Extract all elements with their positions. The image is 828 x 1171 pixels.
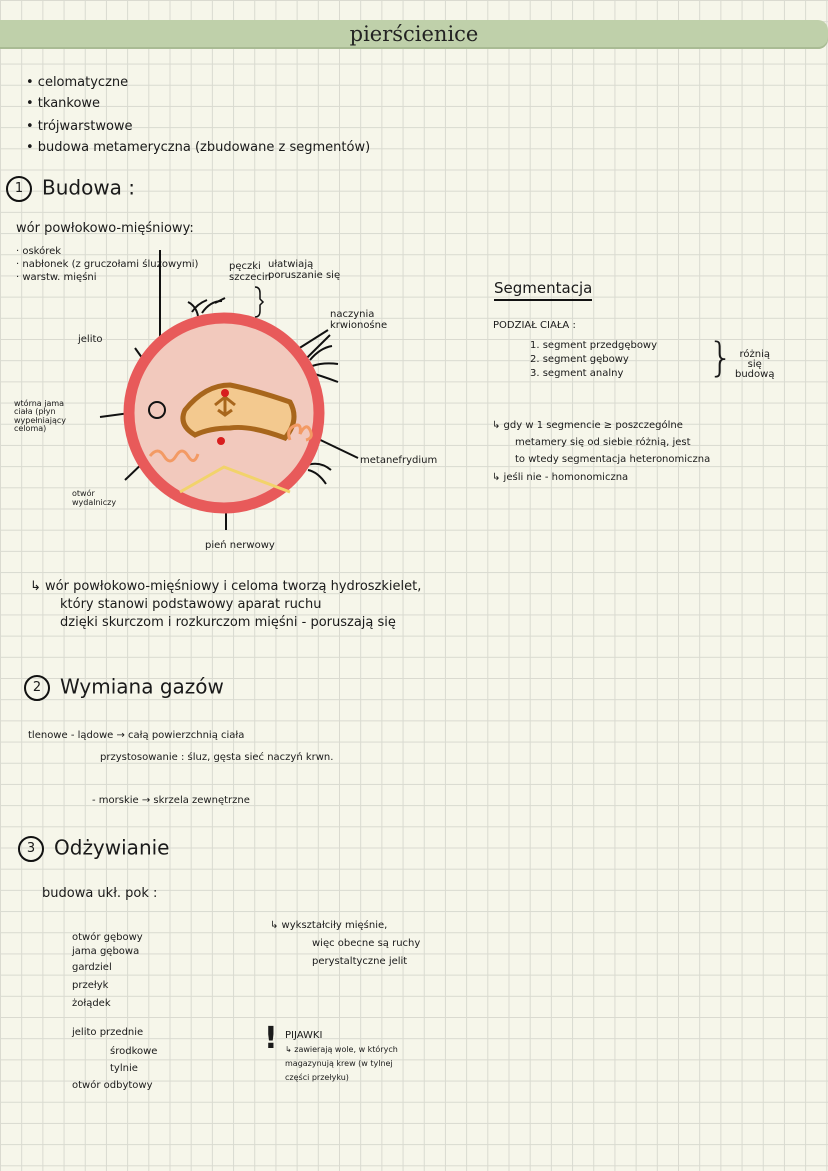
section-number: 2 [24,675,50,701]
bristle [304,462,332,485]
label-excretory-pore: otwór wydalniczy [72,489,117,507]
digestive-item: żołądek [72,998,111,1009]
wall-title: wór powłokowo-mięśniowy: [16,221,194,236]
label-vessels: naczynia krwionośne [330,309,388,331]
segmentation-heading: Segmentacja [494,279,593,301]
segment-item: 3. segment analny [530,368,624,379]
digestive-item: przełyk [72,980,109,991]
heading-text: Budowa : [42,175,136,200]
section-heading-1: 1 Budowa : [6,176,135,202]
digestive-item: otwór gębowy [72,932,143,943]
gas-exchange-line: przystosowanie : śluz, gęsta sieć naczyń… [100,752,334,763]
dorsal-vessel [221,389,229,397]
segmentation-note: to wtedy segmentacja heteronomiczna [515,454,711,465]
section-heading-3: 3 Odżywianie [18,836,169,862]
label-nephridium: metanefrydium [360,455,438,466]
label-bristles: pęczki szczecin [229,261,271,283]
section-number: 1 [6,176,32,202]
segment-item: 2. segment gębowy [530,354,629,365]
digestive-item: otwór odbytowy [72,1080,153,1091]
heading-text: Wymiana gazów [60,674,224,699]
leech-note: magazynują krew (w tylnej [285,1059,393,1068]
label-nerve-cord: pień nerwowy [205,540,275,551]
segmentation-note: ↳ jeśli nie - homonomiczna [492,472,629,483]
title-bar [0,20,828,49]
heading-text: Odżywianie [54,835,170,860]
warning-icon: ! [264,1021,278,1056]
peristalsis-note: ↳ wykształciły mięśnie, [270,920,388,931]
peristalsis-note: więc obecne są ruchy [312,938,421,949]
leech-title: PIJAWKI [285,1030,323,1041]
segment-brace-note: różnią się budową [735,349,775,380]
segment-item: 1. segment przedgębowy [530,340,658,351]
label-coelom: wtórna jama ciała (płyn wypełniający cel… [14,399,67,434]
segmentation-note: ↳ gdy w 1 segmencie ≥ poszczególne [492,420,683,431]
hydroskeleton-note: który stanowi podstawowy aparat ruchu [60,597,322,612]
leech-note: części przełyku) [285,1073,349,1082]
gut-shape [180,382,297,441]
digestive-item: jama gębowa [72,946,140,957]
label-gut: jelito [78,334,103,345]
coelom-marker [148,401,166,419]
segmentation-note: metamery się od siebie różnią, jest [515,437,691,448]
wall-item: · nabłonek (z gruczołami śluzowymi) [16,259,199,270]
bristle [187,299,223,317]
digestive-subheading: budowa ukł. pok : [42,886,158,901]
feature-item: • celomatyczne [26,75,129,90]
wall-item: · oskórek [16,246,62,257]
leech-note: ↳ zawierają wole, w których [285,1045,398,1054]
section-heading-2: 2 Wymiana gazów [24,675,224,701]
wall-item: · warstw. mięśni [16,272,97,283]
feature-item: • budowa metameryczna (zbudowane z segme… [26,140,371,155]
digestive-item: środkowe [110,1046,158,1057]
segmentation-subheading: PODZIAŁ CIAŁA : [493,320,576,331]
segmentation-heading-text: Segmentacja [494,279,593,301]
digestive-item: jelito przednie [72,1027,144,1038]
feature-item: • tkankowe [26,96,101,111]
feature-item: • trójwarstwowe [26,119,133,134]
label-bristles-note: ułatwiają poruszanie się [268,259,341,281]
brace-icon: } [708,335,734,381]
page-title: pierścienice [349,22,479,46]
nephridium-left [148,449,200,463]
section-number: 3 [18,836,44,862]
digestive-item: gardziel [72,962,112,973]
gas-exchange-line: tlenowe - lądowe → całą powierzchnią cia… [28,730,245,741]
peristalsis-note: perystaltyczne jelit [312,956,408,967]
brace [254,286,265,318]
hydroskeleton-note: ↳ wór powłokowo-mięśniowy i celoma tworz… [30,579,422,594]
nerve-cord [179,465,291,494]
gas-exchange-line: - morskie → skrzela zewnętrzne [92,795,250,806]
hydroskeleton-note: dzięki skurczom i rozkurczom mięśni - po… [60,615,396,630]
nephridium-right [287,423,313,442]
digestive-item: tylnie [110,1063,138,1074]
ventral-vessel [217,437,225,445]
